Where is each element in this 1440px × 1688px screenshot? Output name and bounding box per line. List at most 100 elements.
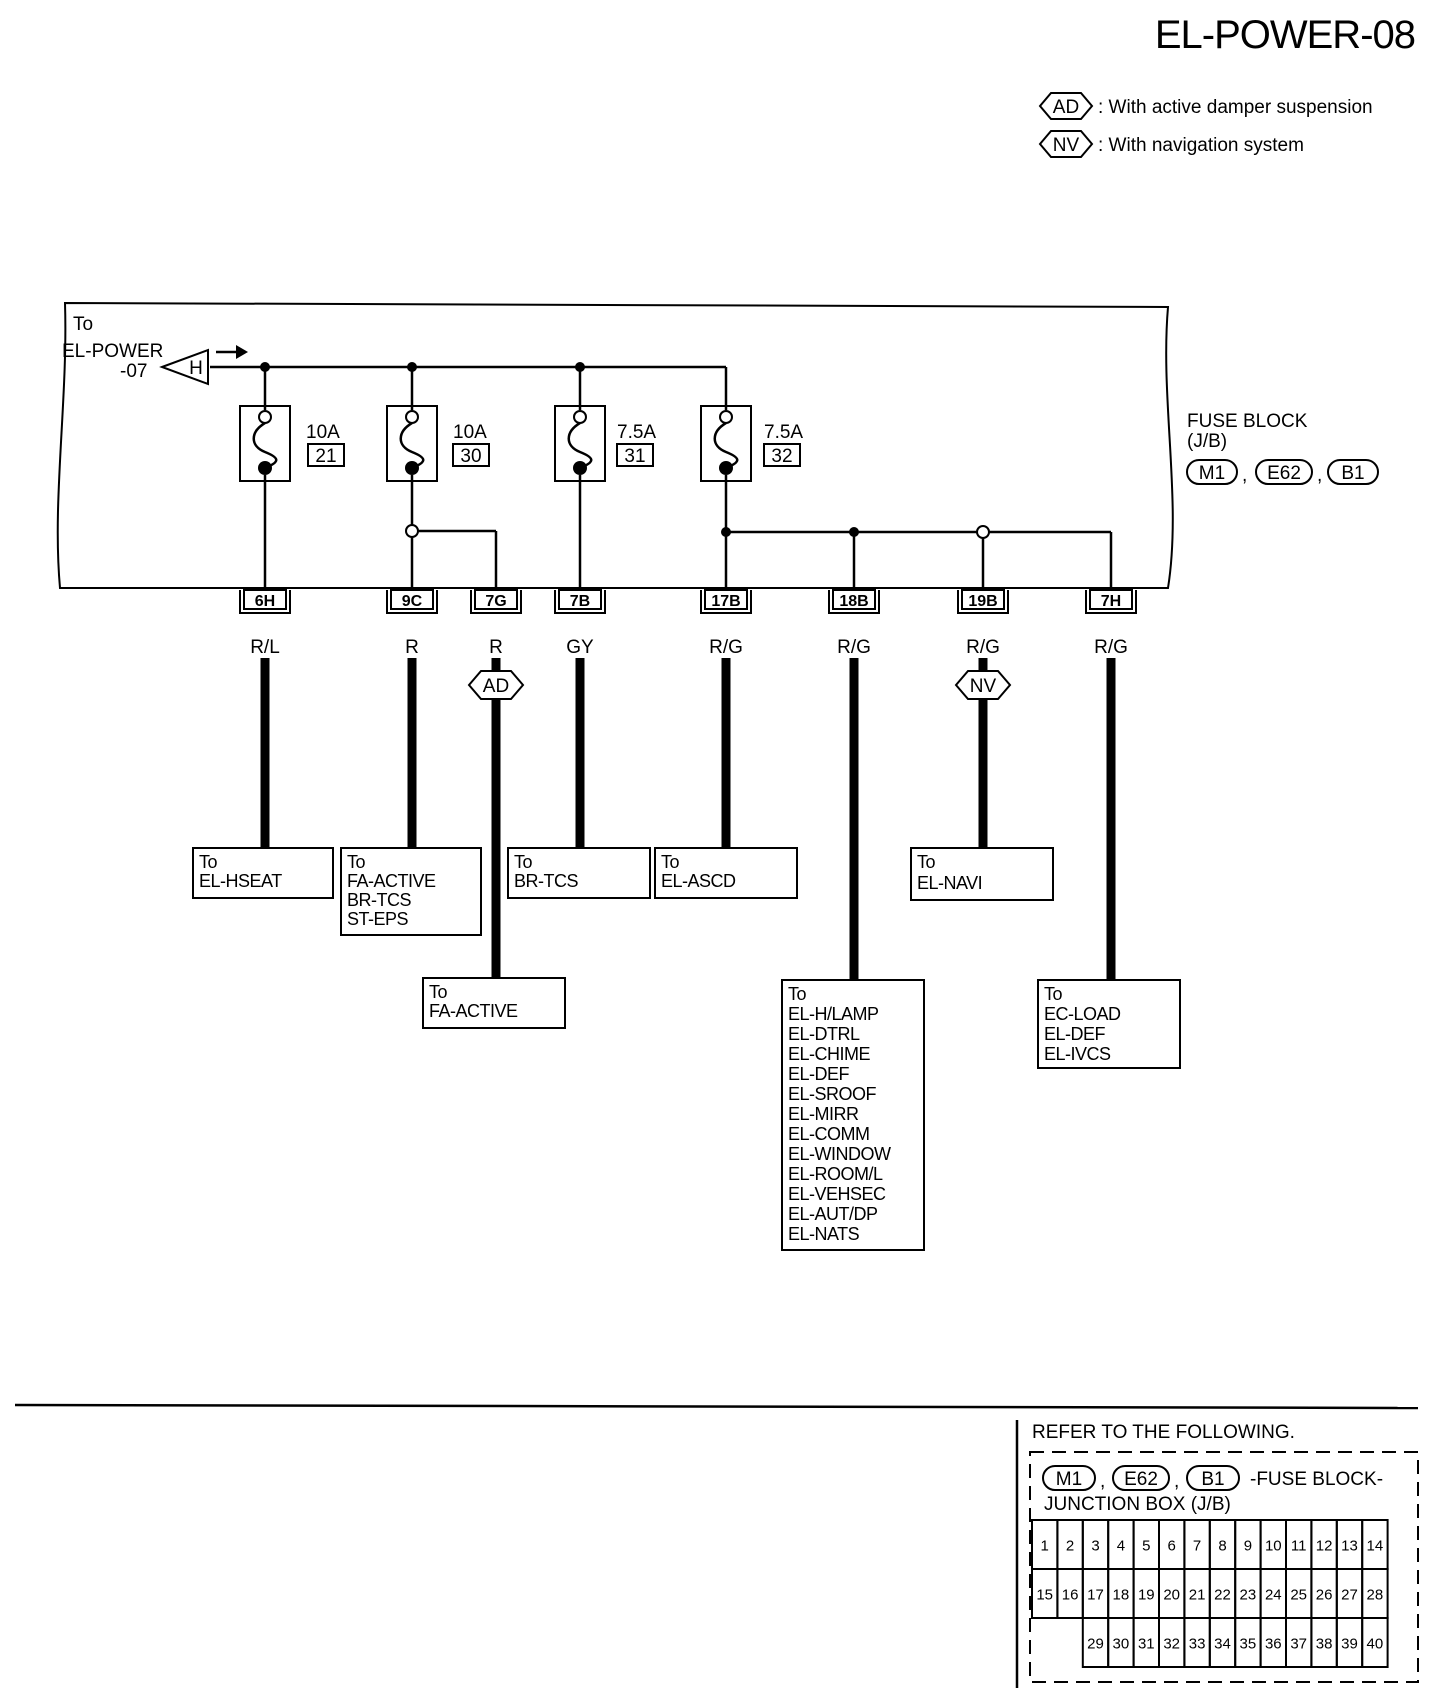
reference-connector-m1: M1 (1056, 1469, 1082, 1490)
source-connector-label: H (189, 358, 203, 379)
terminal-number: 17 (1087, 1587, 1104, 1604)
destination-line: EL-WINDOW (788, 1144, 891, 1164)
terminal-number: 5 (1142, 1538, 1150, 1555)
fuse-21: 10A 21 (239, 367, 345, 482)
fuse-32: 7.5A 32 (700, 405, 803, 482)
destination-line: EL-COMM (788, 1124, 870, 1144)
terminal-number: 35 (1240, 1636, 1257, 1653)
destination-line: EL-H/LAMP (788, 1004, 879, 1024)
terminal-7b: 7B GY (554, 589, 606, 848)
destination-line: EL-NAVI (917, 873, 982, 893)
legend-item-nv: NV : With navigation system (1038, 130, 1304, 158)
fuse-30-rating: 10A (453, 422, 487, 443)
terminal-number: 1 (1041, 1538, 1049, 1555)
fuse-block-connector-m1: M1 (1199, 463, 1225, 484)
terminal-number: 30 (1113, 1636, 1130, 1653)
destination-line: To (429, 982, 448, 1002)
terminal-number: 40 (1367, 1636, 1384, 1653)
terminal-9c: 9C R (386, 589, 438, 848)
terminal-number: 20 (1163, 1587, 1180, 1604)
terminal-number: 7 (1193, 1538, 1201, 1555)
terminal-7g-id: 7G (485, 593, 506, 610)
destination-line: EL-SROOF (788, 1084, 877, 1104)
terminal-7h: 7H R/G (1085, 589, 1137, 980)
destination-line: EL-IVCS (1044, 1044, 1111, 1064)
destination-line: EL-VEHSEC (788, 1184, 886, 1204)
terminal-number: 29 (1087, 1636, 1104, 1653)
fuse-31-number: 31 (624, 446, 645, 467)
page-divider (14, 1403, 1419, 1410)
reference-heading: REFER TO THE FOLLOWING. (1032, 1422, 1295, 1443)
fuse-31-rating: 7.5A (617, 422, 656, 443)
legend: AD : With active damper suspension NV : … (1038, 92, 1373, 158)
terminal-number: 27 (1341, 1587, 1358, 1604)
terminal-number: 21 (1189, 1587, 1206, 1604)
terminal-number: 28 (1367, 1587, 1384, 1604)
terminal-7b-id: 7B (570, 593, 590, 610)
destination-ec-load-el-def-el-ivcs: To EC-LOAD EL-DEF EL-IVCS (1037, 979, 1181, 1069)
fuse-21-number: 21 (315, 446, 336, 467)
destination-line: ST-EPS (347, 909, 409, 929)
terminal-number: 39 (1341, 1636, 1358, 1653)
destination-line: EL-DEF (788, 1064, 850, 1084)
destination-line: EL-DTRL (788, 1024, 860, 1044)
destination-line: BR-TCS (347, 890, 411, 910)
fuse-30: 10A 30 (386, 367, 490, 482)
fuse-30-number: 30 (460, 446, 481, 467)
destination-fa-active-br-tcs-st-eps: To FA-ACTIVE BR-TCS ST-EPS (340, 847, 482, 936)
terminal-19b: 19B R/G NV (954, 589, 1012, 848)
terminal-number: 16 (1062, 1587, 1079, 1604)
page-title: EL-POWER-08 (1155, 13, 1415, 57)
source-arrowhead-icon (236, 345, 248, 359)
terminal-7g: 7G R AD (467, 589, 525, 978)
terminal-number: 26 (1316, 1587, 1333, 1604)
terminal-17b-id: 17B (711, 593, 740, 610)
busbar (210, 362, 728, 410)
reference-line2: JUNCTION BOX (J/B) (1044, 1494, 1231, 1515)
destination-fa-active: To FA-ACTIVE (422, 977, 566, 1029)
terminal-19b-option-nv: NV (954, 670, 1012, 700)
destination-body-systems: To EL-H/LAMP EL-DTRL EL-CHIME EL-DEF EL-… (781, 979, 925, 1251)
fuse-block-separator-2: , (1317, 465, 1322, 486)
terminal-7g-option-ad: AD (467, 670, 525, 700)
destination-line: EC-LOAD (1044, 1004, 1121, 1024)
terminal-7g-wire: R (489, 637, 503, 658)
terminal-number: 13 (1341, 1538, 1358, 1555)
destination-line: To (347, 852, 366, 872)
fuse-32-rating: 7.5A (764, 422, 803, 443)
terminal-19b-option: NV (970, 676, 997, 697)
terminals: 6H R/L 9C R 7G R AD 7B GY (239, 589, 1137, 980)
terminal-number: 4 (1117, 1538, 1125, 1555)
terminal-18b: 18B R/G (828, 589, 880, 980)
terminal-6h-wire: R/L (250, 637, 280, 658)
terminal-7g-option: AD (483, 676, 509, 697)
terminal-17b: 17B R/G (700, 589, 752, 848)
terminal-number: 31 (1138, 1636, 1155, 1653)
terminal-number: 12 (1316, 1538, 1333, 1555)
reference-connector-b1: B1 (1201, 1469, 1224, 1490)
fuse-block-label: FUSE BLOCK (J/B) M1 , E62 , B1 (1186, 411, 1379, 486)
destination-line: EL-DEF (1044, 1024, 1106, 1044)
terminal-number: 15 (1036, 1587, 1053, 1604)
reference-block: REFER TO THE FOLLOWING. M1 , E62 , B1 -F… (1015, 1420, 1419, 1688)
terminal-17b-wire: R/G (709, 637, 743, 658)
terminal-7b-wire: GY (566, 637, 594, 658)
destination-line: EL-HSEAT (199, 871, 282, 891)
terminal-number: 32 (1163, 1636, 1180, 1653)
reference-separator-1: , (1100, 1471, 1105, 1492)
legend-text-ad: : With active damper suspension (1098, 97, 1373, 118)
source-reference: To EL-POWER -07 H (62, 314, 248, 386)
destination-line: EL-ASCD (661, 871, 736, 891)
destination-line: FA-ACTIVE (347, 871, 436, 891)
terminal-9c-id: 9C (402, 593, 423, 610)
terminal-number: 14 (1367, 1538, 1384, 1555)
destination-line: EL-MIRR (788, 1104, 859, 1124)
terminal-number: 11 (1291, 1538, 1307, 1555)
destination-line: To (514, 852, 533, 872)
terminal-number: 37 (1290, 1636, 1307, 1653)
legend-code-ad: AD (1053, 97, 1079, 118)
destination-el-ascd: To EL-ASCD (654, 847, 798, 899)
reference-separator-2: , (1174, 1471, 1179, 1492)
terminal-number: 2 (1066, 1538, 1074, 1555)
